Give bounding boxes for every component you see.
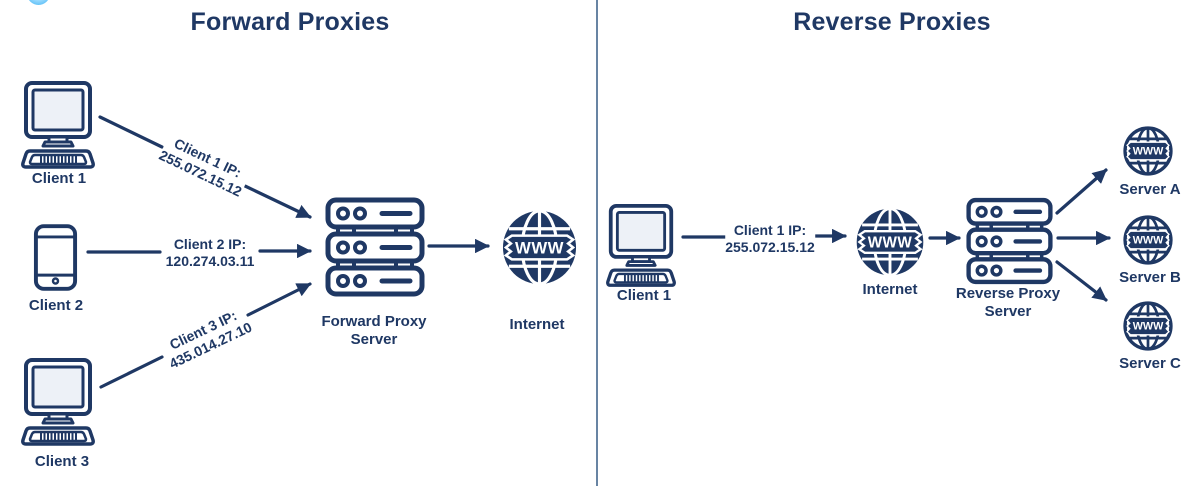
smartphone-icon [33,224,78,291]
arrow-client3-to-forward-proxy-seg2 [246,282,312,317]
desktop-computer-icon [21,358,95,446]
internet-left-label: Internet [509,316,565,333]
client2-left-label: Client 2 [28,297,84,314]
server-b-label: Server B [1119,269,1181,286]
web-server-globe-icon: WWW [1123,215,1173,265]
internet-globe-icon: WWW [502,209,577,286]
reverse-proxy-server-label: Reverse Proxy Server [955,285,1061,320]
web-server-globe-icon: WWW [1123,126,1173,176]
internet-right-label: Internet [862,281,918,298]
www-text: WWW [1133,235,1164,247]
forward-proxies-title: Forward Proxies [190,8,390,36]
client1-right-ip-label: Client 1 IP: 255.072.15.12 [725,222,815,256]
web-server-globe-icon: WWW [1123,301,1173,351]
client2-ip-label: Client 2 IP: 120.274.03.11 [165,236,255,270]
www-text: WWW [1133,321,1164,333]
www-text: WWW [515,238,564,257]
arrow-client1-to-forward-proxy-seg1 [98,115,164,149]
server-a-label: Server A [1119,181,1181,198]
desktop-computer-icon [21,81,95,169]
internet-globe-icon: WWW [856,207,924,277]
www-text: WWW [868,234,913,251]
panel-divider [596,0,598,486]
client1-left-label: Client 1 [31,170,87,187]
server-c-label: Server C [1119,355,1181,372]
forward-proxy-server-label: Forward Proxy Server [321,313,427,348]
server-stack-icon [325,197,425,297]
www-text: WWW [1133,146,1164,158]
arrow-client3-to-forward-proxy-seg1 [99,355,164,389]
arrow-client1-to-forward-proxy-seg2 [243,184,312,219]
client3-left-label: Client 3 [34,453,90,470]
decorative-blue-dot [27,0,50,5]
arrow-reverse-proxy-to-server-a [1055,168,1108,215]
reverse-proxies-title: Reverse Proxies [793,8,991,36]
server-stack-icon [966,197,1053,285]
desktop-computer-icon [606,203,676,287]
arrow-reverse-proxy-to-server-c [1055,260,1108,302]
client1-right-label: Client 1 [616,287,672,304]
